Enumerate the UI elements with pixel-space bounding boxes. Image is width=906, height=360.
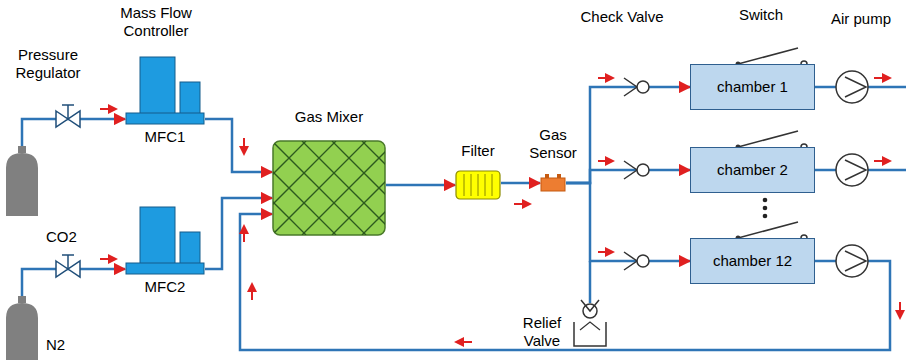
flow-arrow xyxy=(514,203,530,205)
check-valve-symbol xyxy=(624,78,649,96)
ellipsis-dot xyxy=(763,214,768,219)
flow-arrow xyxy=(243,138,245,154)
part-label: Check Valve xyxy=(572,8,672,26)
mfc-node: MFC1 xyxy=(125,55,205,150)
mfc-node: MFC2 xyxy=(125,205,205,300)
flow-arrow xyxy=(100,108,116,110)
node-label: CO2 xyxy=(46,228,77,246)
mass-flow-controller-icon xyxy=(125,205,205,275)
gas-sensor-shape xyxy=(540,174,566,192)
filter-shape xyxy=(455,170,501,200)
gas-cylinder xyxy=(4,146,40,216)
part-label: Air pump xyxy=(820,10,902,28)
cyl-node: CO2 xyxy=(4,146,84,250)
node-label: Filter xyxy=(446,142,510,160)
pipe-connector xyxy=(205,119,272,172)
ellipsis-dot xyxy=(763,198,768,203)
node-label: Gas Mixer xyxy=(270,108,388,126)
node-label: Gas Sensor xyxy=(520,126,586,162)
flow-arrow xyxy=(251,284,253,300)
air-pump-symbol xyxy=(836,245,868,277)
flow-arrow xyxy=(100,258,116,260)
part-label: Pressure Regulator xyxy=(2,46,94,82)
pipe-connector xyxy=(566,183,690,261)
flow-arrow xyxy=(874,77,890,79)
mixer-node: Gas Mixer xyxy=(270,106,388,236)
chamber-box: chamber 1 xyxy=(690,64,815,110)
chamber-label: chamber 12 xyxy=(713,252,792,270)
flow-arrow xyxy=(874,160,890,162)
flow-arrow xyxy=(456,341,472,343)
relief-valve-symbol xyxy=(574,300,606,346)
check-valve-symbol xyxy=(624,161,649,179)
chamber-label: chamber 1 xyxy=(717,78,788,96)
pressure-regulator-symbol xyxy=(56,105,80,127)
flow-arrow xyxy=(598,251,613,253)
sensor-node: Gas Sensor xyxy=(520,126,586,194)
part-label: Mass Flow Controller xyxy=(100,4,212,40)
chamber-box: chamber 2 xyxy=(690,147,815,193)
chamber-label: chamber 2 xyxy=(717,161,788,179)
check-valve-symbol xyxy=(624,252,649,270)
gas-cylinder xyxy=(4,296,40,360)
part-label: Switch xyxy=(726,6,796,24)
chamber-box: chamber 12 xyxy=(690,238,815,284)
node-label: N2 xyxy=(46,336,65,354)
cyl-node: N2 xyxy=(4,296,74,360)
pressure-regulator-symbol xyxy=(56,255,80,277)
node-label: MFC1 xyxy=(125,128,205,146)
pipe-connector xyxy=(386,184,455,187)
air-pump-symbol xyxy=(836,154,868,186)
gas-mixer-shape xyxy=(272,140,386,236)
flow-arrow xyxy=(243,226,245,242)
mass-flow-controller-icon xyxy=(125,55,205,125)
pipe-connector xyxy=(205,198,272,269)
flow-arrow xyxy=(598,77,613,79)
pipe-connector xyxy=(501,182,540,185)
flow-arrow xyxy=(899,302,901,318)
bus-pipe xyxy=(589,261,592,303)
filter-node: Filter xyxy=(446,140,510,202)
ellipsis-dot xyxy=(763,206,768,211)
node-label: MFC2 xyxy=(125,278,205,296)
part-label: Relief Valve xyxy=(514,314,570,350)
pipe-connector xyxy=(566,87,690,183)
air-pump-symbol xyxy=(836,71,868,103)
flow-arrow xyxy=(598,160,613,162)
